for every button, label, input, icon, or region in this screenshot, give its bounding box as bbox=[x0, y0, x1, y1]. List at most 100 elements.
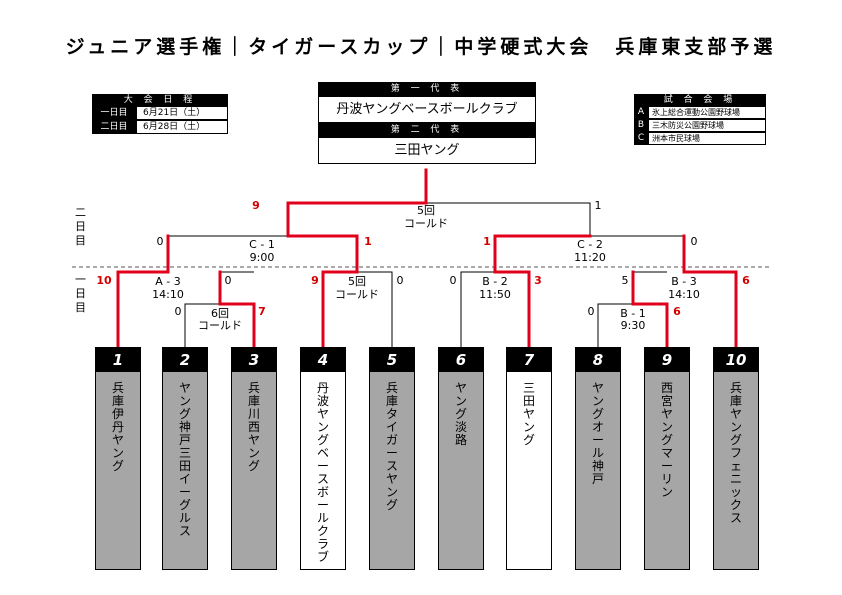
team-box-4: 4 丹波ヤングベースボールクラブ bbox=[300, 347, 346, 570]
schedule-date: 6月28日（土） bbox=[136, 120, 228, 134]
score: 0 bbox=[157, 235, 164, 248]
team-seed: 2 bbox=[163, 348, 207, 372]
score: 3 bbox=[534, 274, 542, 287]
team-name: 西宮ヤングマーリン bbox=[660, 381, 673, 499]
score: 0 bbox=[397, 274, 404, 287]
venues-header: 試 合 会 場 bbox=[634, 94, 766, 106]
team-name: 兵庫伊丹ヤング bbox=[111, 381, 124, 473]
score: 6 bbox=[673, 305, 681, 318]
team-name: 兵庫川西ヤング bbox=[247, 381, 260, 473]
line-a6-win bbox=[218, 270, 256, 349]
line-a6-left bbox=[184, 303, 220, 347]
first-rep-team: 丹波ヤングベースボールクラブ bbox=[318, 96, 536, 123]
score: 1 bbox=[483, 235, 491, 248]
match-code: C - 1 bbox=[249, 238, 275, 251]
line-m45-win bbox=[321, 234, 359, 349]
score: 0 bbox=[691, 235, 698, 248]
match-code: B - 2 bbox=[482, 275, 508, 288]
line-b2-win bbox=[493, 234, 592, 349]
line-b1-win bbox=[631, 270, 669, 349]
team-seed: 10 bbox=[714, 348, 758, 372]
score: 1 bbox=[595, 199, 602, 212]
team-box-5: 5 兵庫タイガースヤング bbox=[369, 347, 415, 570]
svg-text:一: 一 bbox=[75, 273, 86, 286]
team-name: ヤング神戸三田イーグルス bbox=[178, 381, 191, 538]
second-rep-team: 三田ヤング bbox=[318, 137, 536, 164]
team-name: ヤングオール神戸 bbox=[591, 381, 604, 486]
score: 0 bbox=[450, 274, 457, 287]
svg-text:二: 二 bbox=[75, 206, 86, 219]
team-name: 兵庫タイガースヤング bbox=[385, 381, 398, 512]
team-seed: 4 bbox=[301, 348, 345, 372]
score: 9 bbox=[252, 199, 260, 212]
match-time: 9:30 bbox=[621, 319, 646, 332]
svg-text:日: 日 bbox=[75, 287, 86, 300]
team-box-3: 3 兵庫川西ヤング bbox=[231, 347, 277, 570]
first-rep-header: 第 一 代 表 bbox=[318, 82, 536, 96]
team-box-7: 7 三田ヤング bbox=[506, 347, 552, 570]
schedule-day-label: 二日目 bbox=[92, 120, 136, 134]
day2-label: 二 日 目 bbox=[75, 206, 86, 247]
venue-row: C 洲本市民球場 bbox=[634, 132, 766, 145]
team-seed: 9 bbox=[645, 348, 689, 372]
match-note: コールド bbox=[335, 288, 379, 301]
team-name: ヤング淡路 bbox=[454, 381, 467, 447]
line-final-right bbox=[426, 202, 591, 236]
line-a3-win bbox=[116, 234, 170, 349]
team-seed: 1 bbox=[96, 348, 140, 372]
match-note: 6回 bbox=[211, 307, 229, 320]
line-b3-win bbox=[682, 234, 738, 349]
team-name: 丹波ヤングベースボールクラブ bbox=[316, 381, 329, 564]
match-time: 11:50 bbox=[479, 288, 511, 301]
svg-text:目: 目 bbox=[75, 301, 86, 314]
match-code: B - 3 bbox=[671, 275, 697, 288]
venue-name: 洲本市民球場 bbox=[648, 132, 766, 145]
match-code: B - 1 bbox=[620, 307, 646, 320]
team-seed: 7 bbox=[507, 348, 551, 372]
team-seed: 3 bbox=[232, 348, 276, 372]
match-time: 9:00 bbox=[250, 251, 275, 264]
match-time: 11:20 bbox=[574, 251, 606, 264]
team-name: 兵庫ヤングフェニックス bbox=[729, 381, 742, 525]
match-code: A - 3 bbox=[155, 275, 181, 288]
team-box-1: 1 兵庫伊丹ヤング bbox=[95, 347, 141, 570]
venue-name: 三木防災公園野球場 bbox=[648, 119, 766, 132]
venue-name: 氷上総合運動公園野球場 bbox=[648, 106, 766, 119]
team-name: 三田ヤング bbox=[522, 381, 535, 447]
schedule-box: 大 会 日 程 一日目 6月21日（土） 二日目 6月28日（土） bbox=[92, 94, 228, 134]
team-seed: 6 bbox=[439, 348, 483, 372]
score: 0 bbox=[175, 305, 182, 318]
score: 0 bbox=[588, 305, 595, 318]
score: 5 bbox=[622, 274, 629, 287]
line-b1-left bbox=[597, 303, 633, 347]
representatives-box: 第 一 代 表 丹波ヤングベースボールクラブ 第 二 代 表 三田ヤング bbox=[318, 82, 536, 164]
team-box-2: 2 ヤング神戸三田イーグルス bbox=[162, 347, 208, 570]
schedule-row: 二日目 6月28日（土） bbox=[92, 120, 228, 134]
loss-lines bbox=[168, 202, 684, 347]
venues-box: 試 合 会 場 A 氷上総合運動公園野球場 B 三木防災公園野球場 C 洲本市民… bbox=[634, 94, 766, 145]
match-code: C - 2 bbox=[577, 238, 603, 251]
svg-text:目: 目 bbox=[75, 234, 86, 247]
schedule-date: 6月21日（土） bbox=[136, 106, 228, 120]
team-box-10: 10 兵庫ヤングフェニックス bbox=[713, 347, 759, 570]
score: 10 bbox=[96, 274, 112, 287]
svg-text:日: 日 bbox=[75, 220, 86, 233]
score: 7 bbox=[258, 305, 266, 318]
score: 9 bbox=[311, 274, 319, 287]
line-final-win bbox=[286, 168, 428, 238]
venue-row: B 三木防災公園野球場 bbox=[634, 119, 766, 132]
team-box-8: 8 ヤングオール神戸 bbox=[575, 347, 621, 570]
win-lines bbox=[116, 168, 738, 349]
team-box-9: 9 西宮ヤングマーリン bbox=[644, 347, 690, 570]
second-rep-header: 第 二 代 表 bbox=[318, 123, 536, 137]
schedule-day-label: 一日目 bbox=[92, 106, 136, 120]
line-b2-left bbox=[460, 271, 495, 347]
venue-code: A bbox=[634, 106, 648, 119]
match-note: コールド bbox=[198, 319, 242, 332]
match-time: 14:10 bbox=[668, 288, 700, 301]
schedule-row: 一日目 6月21日（土） bbox=[92, 106, 228, 120]
day1-label: 一 日 目 bbox=[75, 273, 86, 314]
venue-code: C bbox=[634, 132, 648, 145]
match-note: 5回 bbox=[417, 204, 435, 217]
